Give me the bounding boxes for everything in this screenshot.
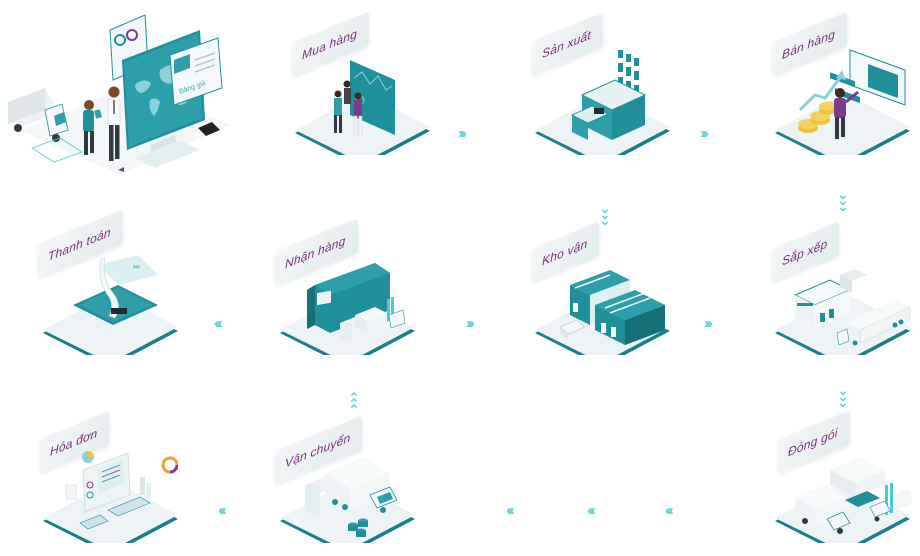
hero-scene: Bảng giá (8, 14, 230, 175)
invoice-computer-icon (65, 451, 178, 530)
flow-arrow-down: ⌄⌄⌄ (837, 187, 849, 214)
step-hoa-don: Hóa đơn (38, 385, 188, 555)
step-dong-goi: Đóng gói (770, 385, 920, 555)
step-sap-xep: Sắp xếp (770, 195, 920, 365)
receiving-container-icon (307, 263, 406, 341)
donut-chart-icon (114, 34, 126, 46)
warehouse-icon (559, 270, 665, 345)
step-kho-van: Kho vận (530, 195, 680, 365)
sorting-warehouse-icon (793, 269, 911, 346)
platform (38, 275, 188, 355)
step-nhan-hang: Nhận hàng (275, 195, 425, 365)
step-mua-hang: Mua hàng (290, 5, 440, 175)
platform (290, 75, 440, 155)
svg-text:$$$: $$$ (133, 264, 140, 269)
packing-forklift-icon (795, 457, 913, 534)
flow-arrow-down: ⌄⌄⌄ (599, 201, 611, 228)
hero-illustration: Bảng giá (0, 10, 240, 175)
step-san-xuat: Sản xuất (530, 5, 680, 175)
flow-arrow-down: ⌄⌄⌄ (837, 383, 849, 410)
flow-arrow-up: ⌃⌃⌃ (348, 390, 360, 417)
factory-icon (571, 50, 647, 140)
platform (770, 275, 920, 355)
meeting-chart-icon (334, 60, 395, 137)
shipping-truck-icon (305, 457, 398, 537)
platform (275, 463, 425, 543)
sales-growth-icon (798, 49, 906, 139)
platform (38, 463, 188, 543)
payment-card-icon: $$$ (73, 255, 158, 325)
step-van-chuyen: Vận chuyển (275, 385, 425, 555)
step-ban-hang: Bán hàng (770, 5, 920, 175)
step-thanh-toan: Thanh toán $$$ (38, 195, 188, 365)
